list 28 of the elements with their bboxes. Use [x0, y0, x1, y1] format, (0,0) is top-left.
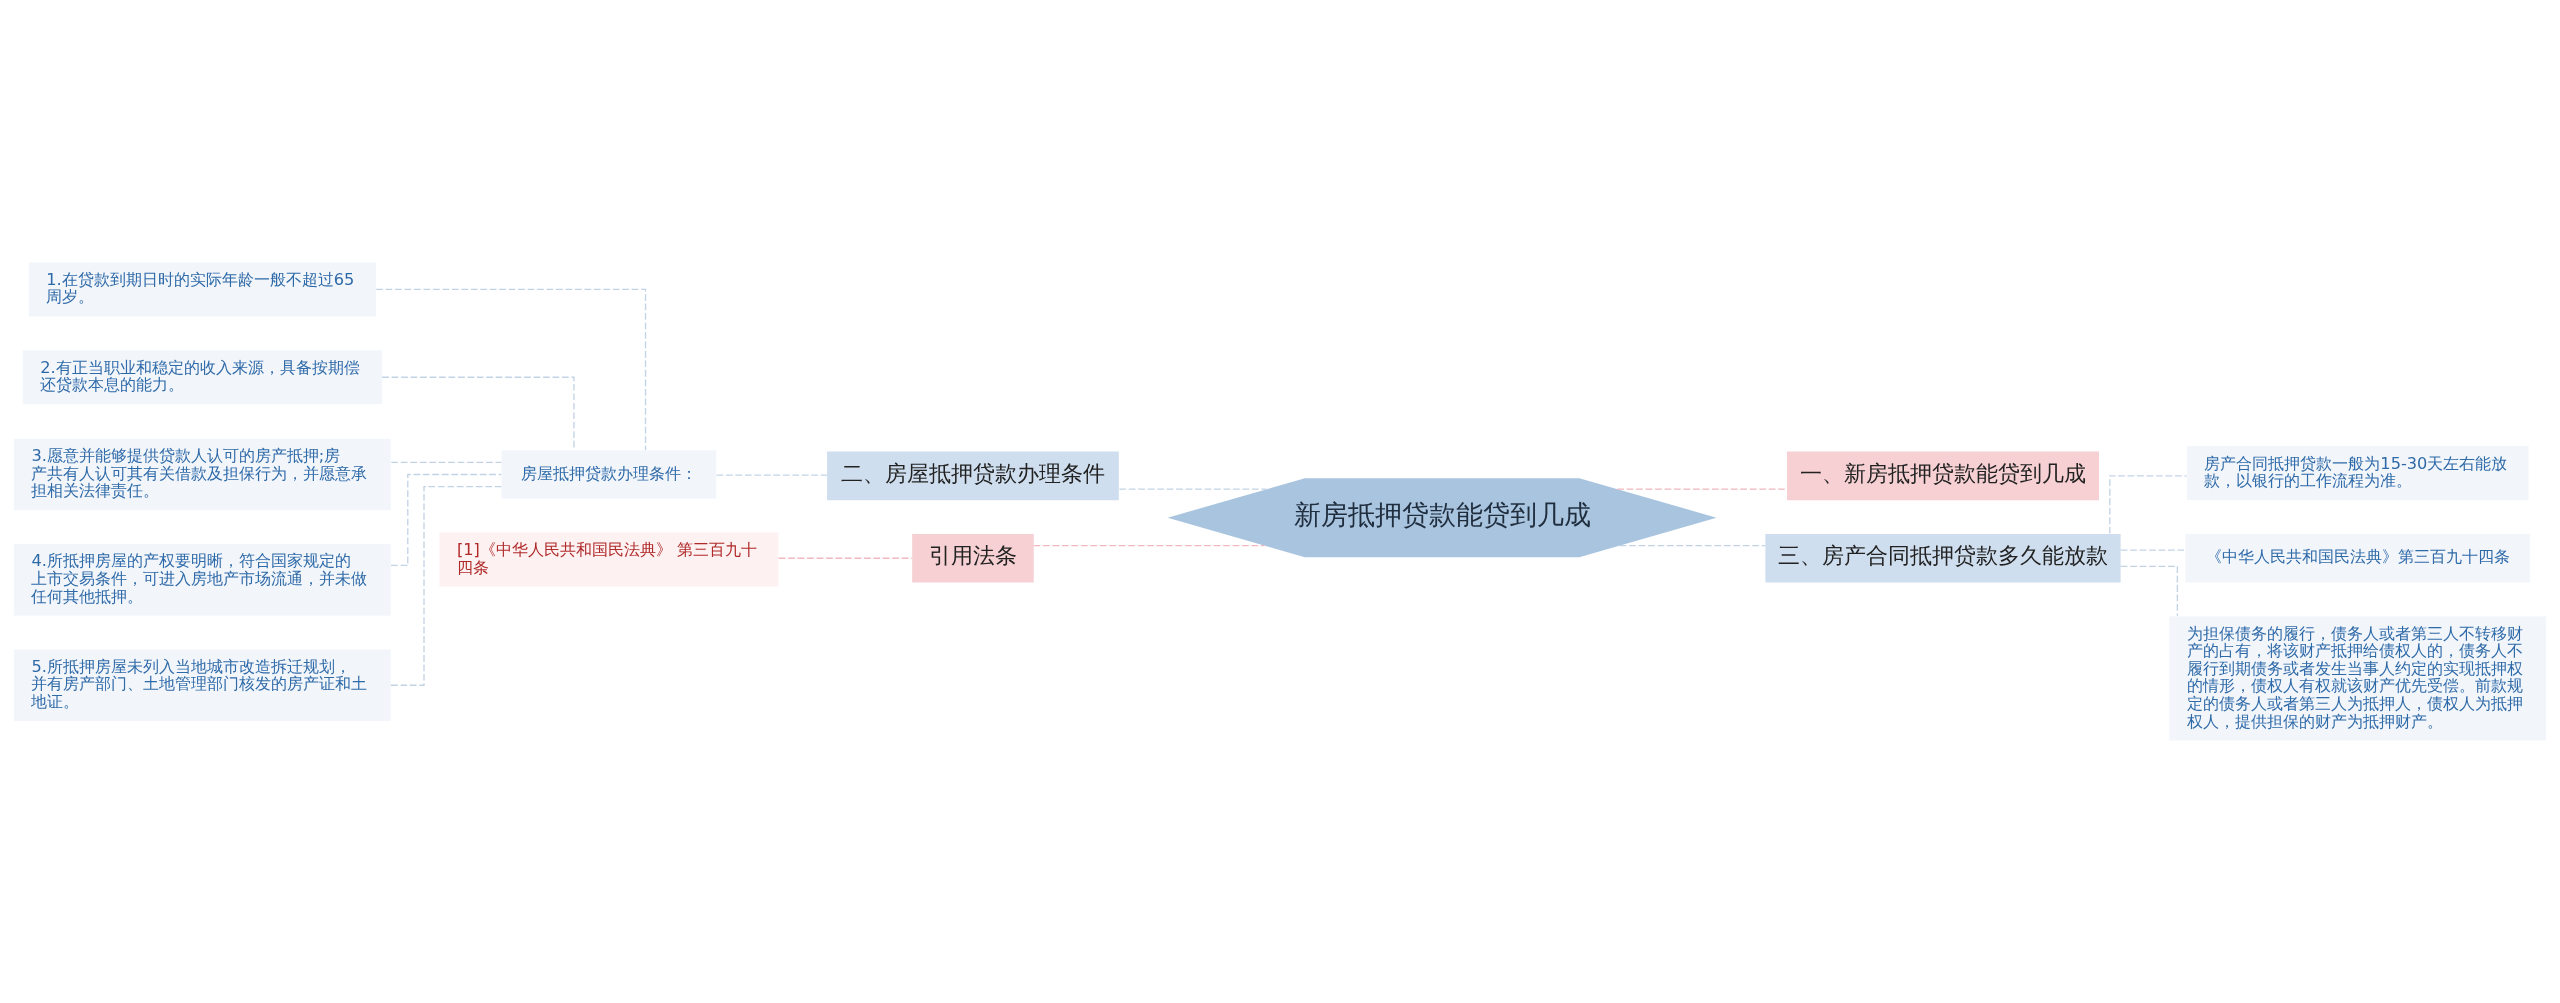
connector [375, 288, 647, 451]
connector [2119, 565, 2179, 617]
node-box: [1]《中华人民共和国民法典》 第三百九十四条 [439, 532, 779, 587]
connector [390, 485, 502, 686]
node-box: 一、新房抵押贷款能贷到几成 [1787, 451, 2099, 501]
connector [1616, 488, 1788, 490]
node-box: 2.有正当职业和稳定的收入来源，具备按期偿还贷款本息的能力。 [22, 350, 382, 405]
node-box: 《中华人民共和国民法典》第三百九十四条 [2185, 533, 2530, 583]
connector [381, 376, 575, 451]
connector [778, 557, 913, 559]
node-box: 5.所抵押房屋未列入当地城市改造拆迁规划，并有房产部门、土地管理部门核发的房产证和土地证。 [13, 649, 391, 721]
node-box: 3.愿意并能够提供贷款人认可的房产抵押;房产共有人认可其有关借款及担保行为，并愿意承担相关法律责任。 [13, 438, 391, 511]
node-box: 1.在贷款到期日时的实际年龄一般不超过65周岁。 [28, 262, 376, 317]
connector [390, 461, 502, 463]
connector [1118, 488, 1268, 490]
node-box: 房屋抵押贷款办理条件： [501, 450, 717, 499]
node-box: 房产合同抵押贷款一般为15-30天左右能放款，以银行的工作流程为准。 [2186, 446, 2529, 501]
node-box: 为担保债务的履行，债务人或者第三人不转移财产的占有，将该财产抵押给债权人的，债务人不履行到期债务或者发生当事人约定的实现抵押权的情形，债权人有权就该财产优先受偿。前款规定的债务人或者第三人为抵押人，债权人为抵押权人，提供担保的财产为抵押财产。 [2169, 616, 2547, 741]
connector [2120, 549, 2186, 551]
connector [2109, 475, 2188, 535]
connector [1033, 545, 1266, 547]
node-box: 三、房产合同抵押贷款多久能放款 [1765, 533, 2121, 583]
node-box: 二、房屋抵押贷款办理条件 [827, 451, 1119, 501]
node-box: 引用法条 [912, 533, 1034, 583]
connector [715, 474, 828, 476]
connector [1619, 545, 1766, 547]
connector [390, 473, 502, 566]
node-box: 4.所抵押房屋的产权要明晰，符合国家规定的上市交易条件，可进入房地产市场流通，并未做任何其他抵押。 [13, 544, 391, 616]
